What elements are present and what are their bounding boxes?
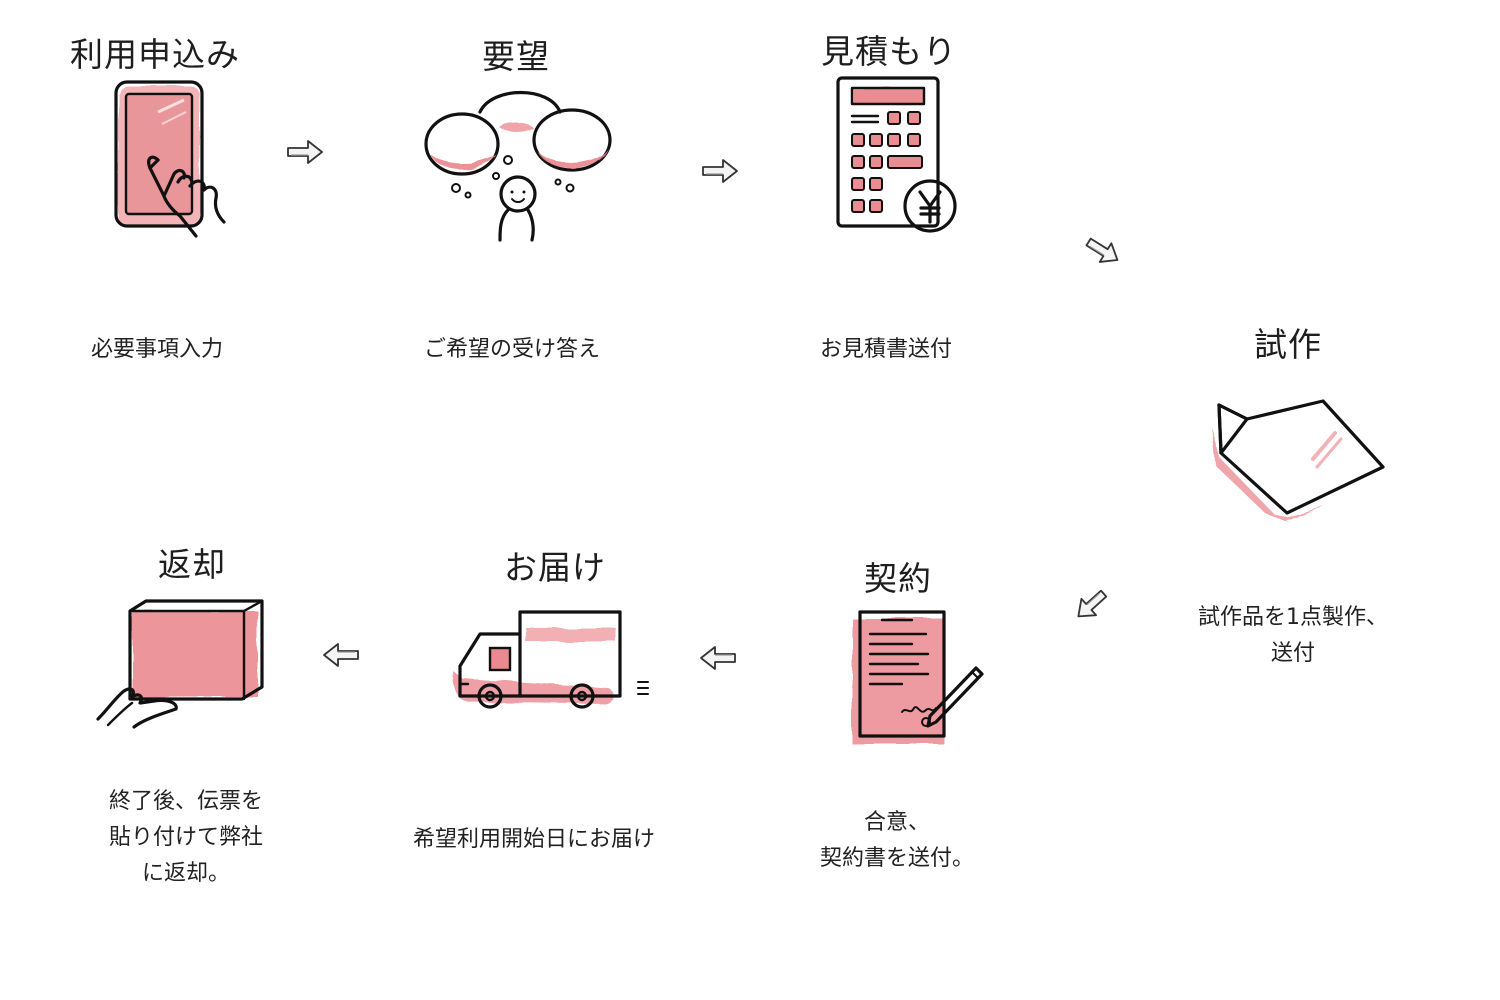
step-title-return: 返却 <box>158 545 226 584</box>
delivery-truck-icon <box>452 610 649 709</box>
arrow-right-icon <box>287 140 323 164</box>
calculator-yen-icon <box>836 76 957 233</box>
smartphone-tap-icon <box>114 80 226 238</box>
step-desc-contract: 合意、 契約書を送付。 <box>819 810 975 871</box>
contract-sign-icon <box>852 610 984 744</box>
step-desc-request: ご希望の受け答え <box>423 337 601 362</box>
thinking-person-icon <box>424 91 612 242</box>
step-title-contract: 契約 <box>864 559 932 598</box>
step-desc-estimate: お見積書送付 <box>819 337 953 362</box>
step-desc-return: 終了後、伝票を 貼り付けて弊社 に返却。 <box>108 789 264 886</box>
step-title-apply: 利用申込み <box>70 35 240 74</box>
step-desc-prototype: 試作品を1点製作、 送付 <box>1198 605 1388 666</box>
arrow-right-icon <box>702 159 738 183</box>
step-desc-delivery: 希望利用開始日にお届け <box>412 827 656 852</box>
step-desc-apply: 必要事項入力 <box>90 337 224 362</box>
step-title-prototype: 試作 <box>1254 325 1322 364</box>
arrow-down-left-icon <box>1070 584 1112 626</box>
step-title-estimate: 見積もり <box>821 32 957 71</box>
arrow-down-right-icon <box>1081 231 1125 271</box>
return-box-icon <box>96 599 264 729</box>
step-title-request: 要望 <box>482 37 550 76</box>
arrow-left-icon <box>700 646 736 670</box>
prototype-sheet-icon <box>1211 399 1385 523</box>
step-title-delivery: お届け <box>504 548 606 587</box>
arrow-left-icon <box>323 643 359 667</box>
